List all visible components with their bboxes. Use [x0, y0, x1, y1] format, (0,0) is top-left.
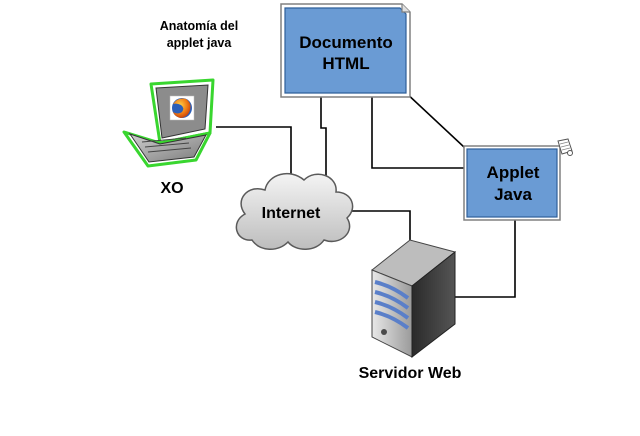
- applet-label-line1: Applet: [487, 163, 540, 182]
- server-label: Servidor Web: [359, 365, 462, 382]
- applet-java-node: Applet Java: [463, 138, 573, 221]
- connector-internet-server: [350, 210, 411, 240]
- cloud-icon: [235, 172, 354, 250]
- document-label-line1: Documento: [299, 33, 393, 52]
- internet-node: Internet: [235, 172, 354, 250]
- connector-applet-server: [455, 219, 516, 298]
- applet-label-line2: Java: [494, 185, 532, 204]
- server-icon: [371, 239, 457, 359]
- firefox-logo-icon: [169, 95, 195, 121]
- diagram-title-line2: applet java: [167, 36, 233, 50]
- document-html-node: Documento HTML: [280, 3, 411, 98]
- connector-laptop-internet: [216, 126, 292, 176]
- web-server-node: Servidor Web: [359, 239, 462, 382]
- xo-laptop-node: XO: [122, 78, 215, 197]
- connector-document-internet: [320, 97, 327, 187]
- xo-label: XO: [160, 180, 183, 197]
- document-label-line2: HTML: [322, 54, 369, 73]
- connector-document-applet: [371, 97, 467, 169]
- laptop-icon: [122, 78, 215, 168]
- document-icon: [280, 3, 411, 98]
- diagram-title-line1: Anatomía del: [160, 19, 239, 33]
- internet-label: Internet: [262, 205, 321, 222]
- scroll-icon: [557, 138, 573, 156]
